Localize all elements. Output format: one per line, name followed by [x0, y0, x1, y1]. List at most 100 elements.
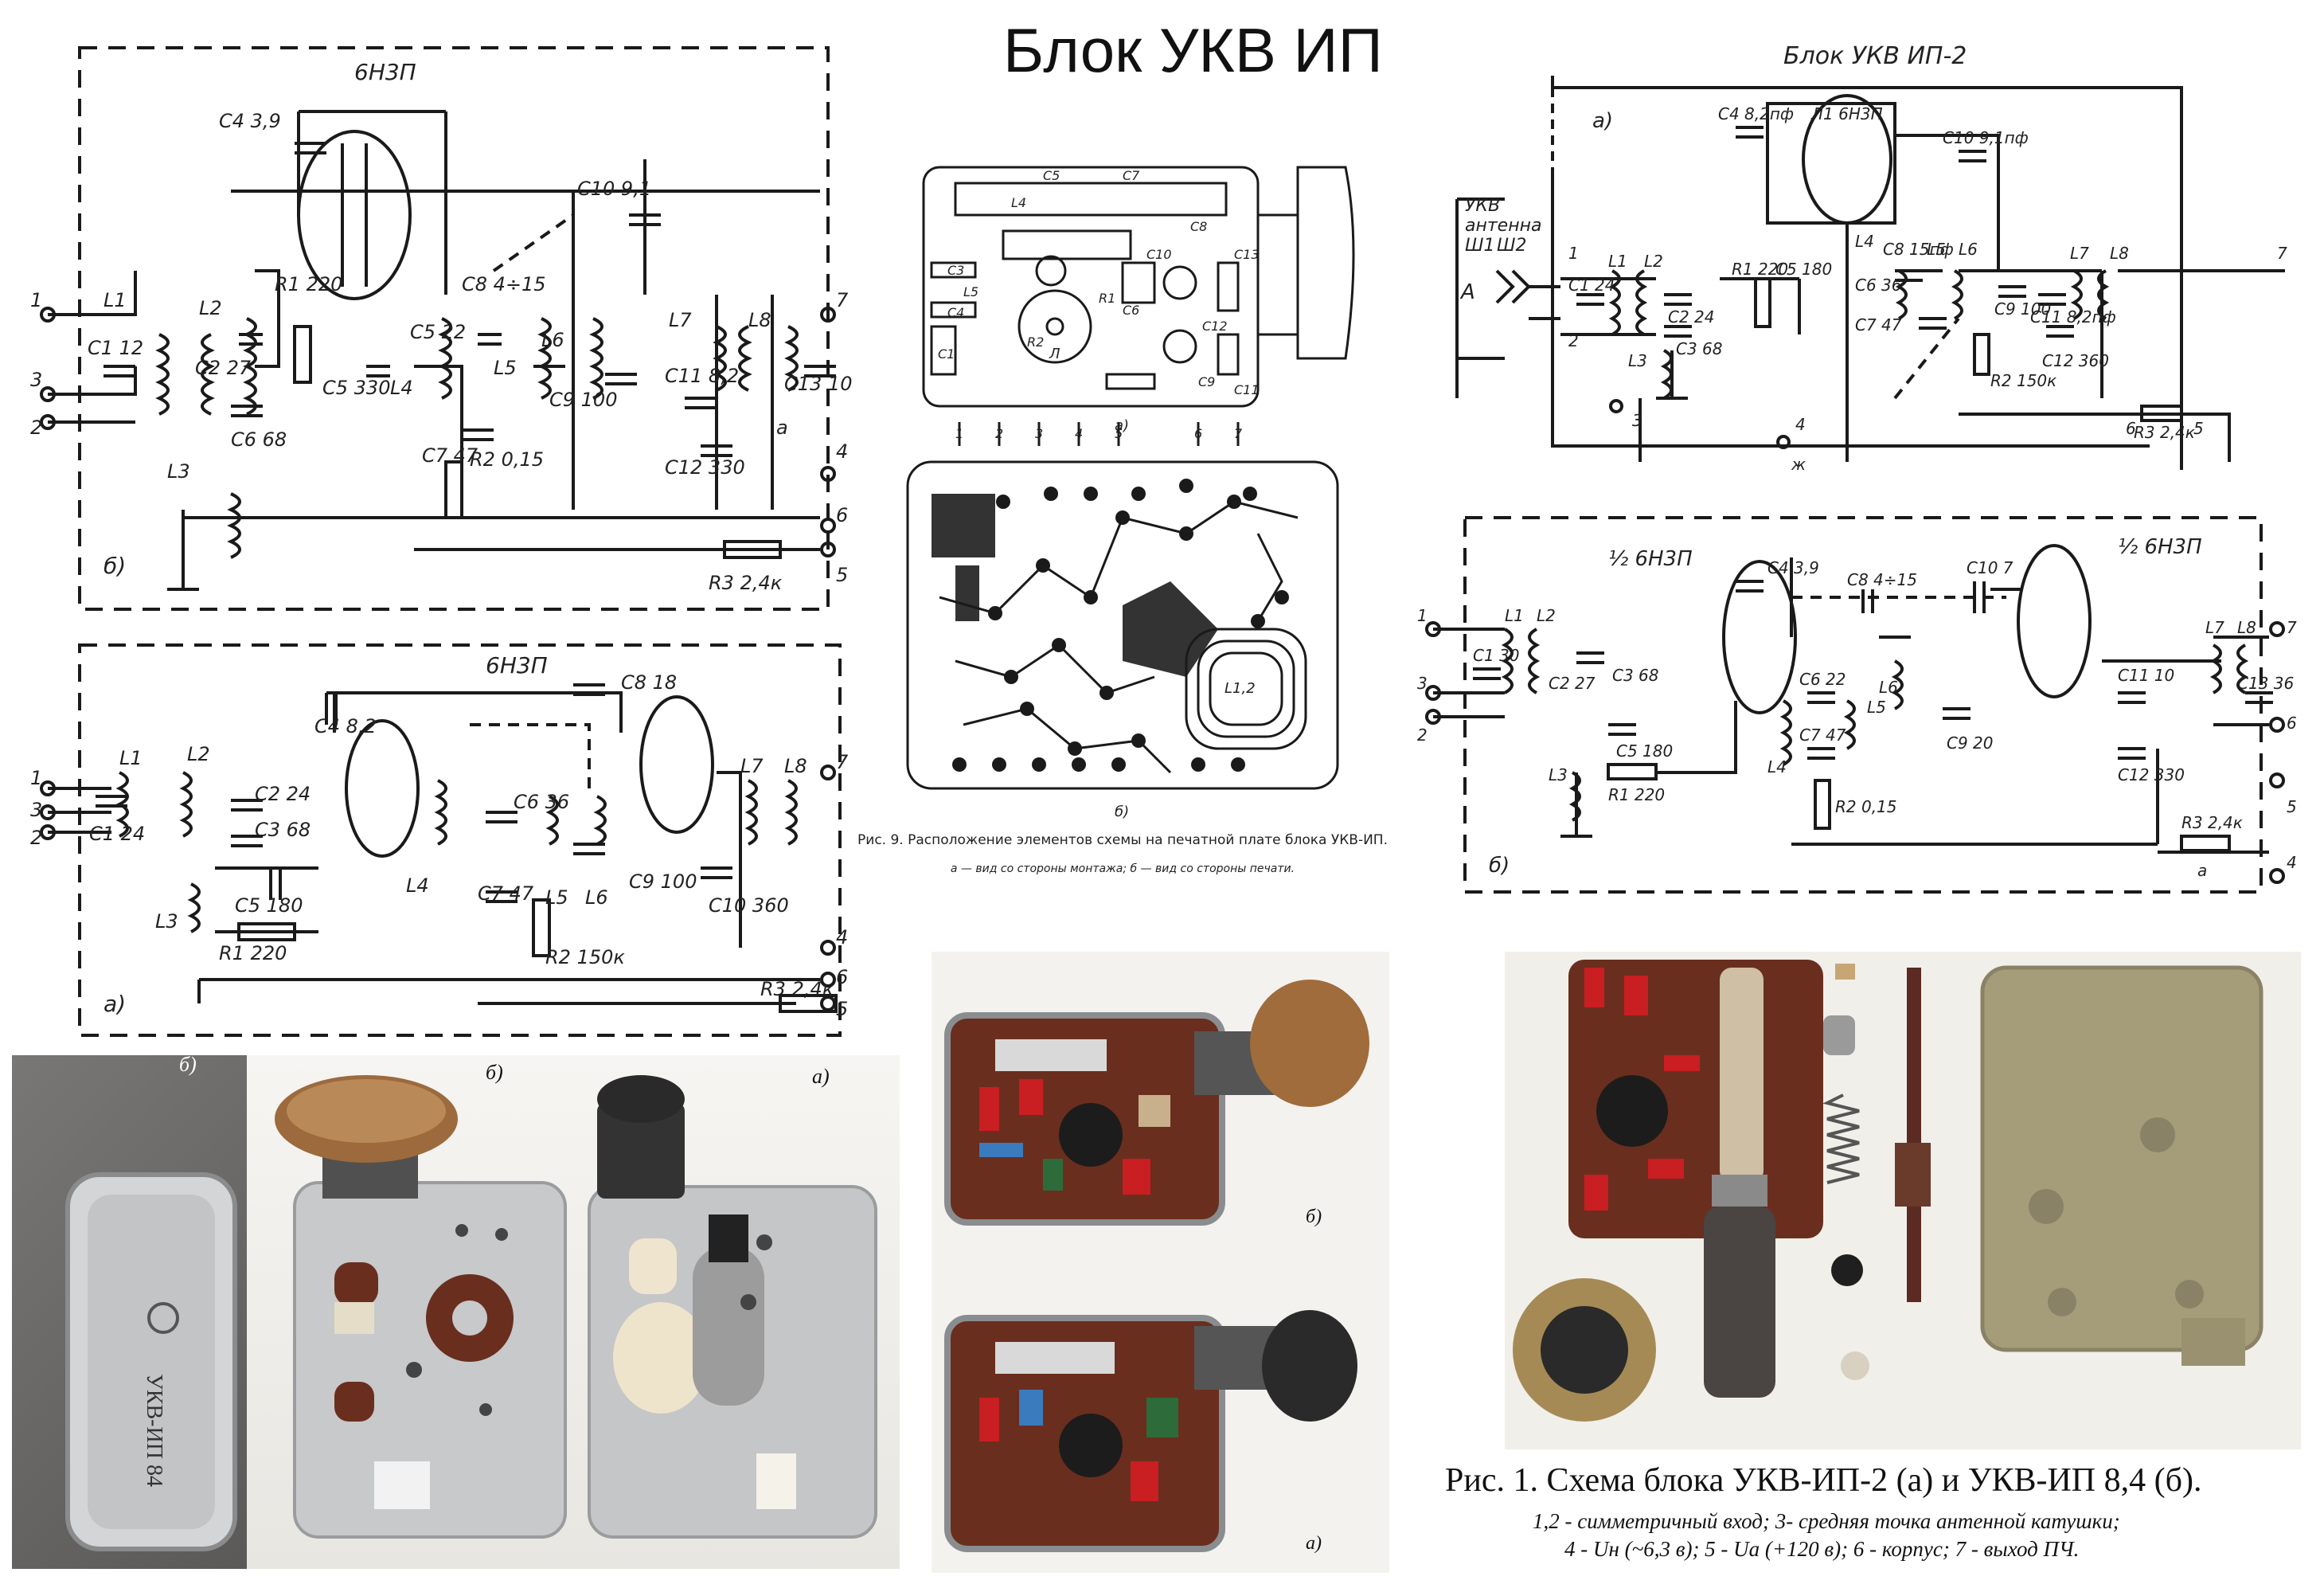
component-label: R2 0,15: [1835, 797, 1897, 816]
component-label: C6 36: [1855, 276, 1902, 295]
pin-label: 1: [1417, 606, 1428, 625]
component-label: L7: [2205, 618, 2224, 637]
component-label: C4 8,2: [314, 715, 377, 737]
pin-label: 4: [1075, 426, 1083, 441]
pin-label: ж: [1791, 455, 1806, 474]
component-label: R2 150к: [545, 946, 625, 968]
component-label: C1 24: [1568, 276, 1615, 295]
component-label: C6 36: [514, 791, 569, 813]
component-label: L3: [1628, 351, 1647, 370]
component-label: R3 2,4к: [2181, 813, 2243, 832]
antenna-label: Ш2: [1497, 236, 1527, 256]
pcb-label: C13: [1234, 247, 1260, 262]
sublabel: б): [486, 1061, 503, 1084]
component-label: C10 9,1пф: [1943, 128, 2029, 147]
component-label: R3 2,4к: [709, 572, 783, 594]
pin-label: 4: [1795, 415, 1806, 434]
figure-caption-title: Рис. 1. Схема блока УКВ-ИП-2 (а) и УКВ-И…: [1445, 1462, 2202, 1499]
photo-boards: б) а): [932, 952, 1389, 1573]
component-label: C5 180: [1775, 260, 1832, 279]
case-marking: УКВ-ИП 84: [142, 1374, 166, 1487]
component-label: C8 15пф: [1883, 240, 1954, 259]
pin-label: 1: [30, 289, 42, 311]
component-label: L6: [541, 329, 564, 351]
pcb-label: C10: [1146, 247, 1172, 262]
component-label: Л1 6Н3П: [1810, 104, 1883, 123]
component-label: C7 47: [422, 444, 478, 467]
pin-label: 3: [1035, 426, 1043, 441]
pin-label: 6: [1194, 426, 1202, 441]
component-label: C3 68: [1676, 339, 1723, 358]
pin-label: 5: [1115, 426, 1123, 441]
component-label: C12 360: [2042, 351, 2109, 370]
component-label: L8: [2237, 618, 2256, 637]
schematic-right-middle: ½ 6Н3П ½ 6Н3П б) L1 C1 30 L2 C2 27 C3 68…: [1417, 510, 2317, 908]
pcb-label: R1: [1099, 291, 1115, 306]
schematic-top-left: 6Н3П б) C4 3,9 R1 220 C5 330 C6 68 C1 12…: [16, 32, 852, 621]
component-label: L2: [187, 743, 210, 765]
sublabel: а): [812, 1065, 830, 1088]
pcb-figure: C5 C7 L4 R2 C8 C10 C6 C12 C13 C11 L5 C1 …: [857, 119, 1388, 892]
pin-label: 5: [2287, 797, 2297, 816]
component-label: C11 8,2: [665, 365, 739, 387]
pin-label: 1: [1568, 244, 1579, 263]
sublabel: а): [1306, 1533, 1322, 1554]
component-label: C9 100: [549, 389, 617, 411]
pin-label: 4: [2287, 853, 2297, 872]
component-label: C5 330: [322, 377, 390, 399]
pcb-label: C3: [947, 263, 964, 278]
pin-label: 3: [1632, 411, 1642, 430]
sublabel: б): [1489, 854, 1510, 878]
sublabel: а): [1592, 109, 1613, 133]
component-label: R2 150к: [1990, 371, 2056, 390]
figure-caption-line1: 1,2 - симметричный вход; 3- средняя точк…: [1533, 1509, 2120, 1533]
component-label: L5: [545, 886, 568, 909]
sublabel: а): [104, 991, 126, 1017]
pin-label: 4: [836, 926, 848, 948]
component-label: L1: [104, 289, 127, 311]
component-label: C3 68: [255, 819, 311, 841]
pin-label: 3: [30, 799, 42, 821]
component-label: R2 0,15: [470, 448, 544, 471]
component-label: C7 47: [1855, 315, 1902, 334]
component-label: L3: [155, 910, 178, 933]
component-label: L4: [406, 874, 429, 897]
component-label: L2: [1537, 606, 1556, 625]
pin-label: 3: [1417, 674, 1428, 693]
sublabel: б): [179, 1053, 197, 1076]
tube-label: ½ 6Н3П: [1608, 547, 1693, 571]
component-label: L1: [1505, 606, 1524, 625]
component-label: C10 360: [709, 894, 789, 917]
component-label: C9 100: [1994, 299, 2051, 319]
pin-label: 7: [2287, 618, 2297, 637]
component-label: C8 4÷15: [462, 273, 546, 295]
component-label: L5: [494, 357, 517, 379]
component-label: C1 24: [89, 823, 145, 845]
sublabel: б): [104, 553, 126, 579]
component-label: C8 4÷15: [1847, 570, 1917, 589]
component-label: L1: [1608, 252, 1627, 271]
component-label: L8: [748, 309, 771, 331]
component-label: C3 68: [1612, 666, 1659, 685]
pin-label: 7: [836, 289, 849, 311]
component-label: C11 8,2пф: [2030, 307, 2116, 327]
pin-label: 7: [2277, 244, 2287, 263]
tube-label: 6Н3П: [486, 652, 548, 679]
pin-label: 3: [30, 369, 42, 391]
component-label: L8: [2110, 244, 2129, 263]
component-label: C2 27: [195, 357, 252, 379]
component-label: R3 2,4к: [760, 978, 834, 1000]
component-label: L2: [199, 297, 222, 319]
pin-label: 6: [2126, 419, 2136, 438]
pcb-label: R2: [1027, 334, 1044, 350]
pcb-label: C4: [947, 305, 964, 320]
tube-label: 6Н3П: [354, 59, 416, 85]
pcb-label: C1: [938, 346, 955, 362]
tube-label: ½ 6Н3П: [2118, 535, 2202, 559]
antenna-label: антенна: [1465, 216, 1541, 236]
antenna-label: УКВ: [1465, 196, 1500, 216]
pin-label: А: [1459, 280, 1475, 304]
photo-units: б) а): [247, 1055, 900, 1569]
component-label: L4: [1855, 232, 1874, 251]
component-label: C8 18: [621, 671, 677, 694]
